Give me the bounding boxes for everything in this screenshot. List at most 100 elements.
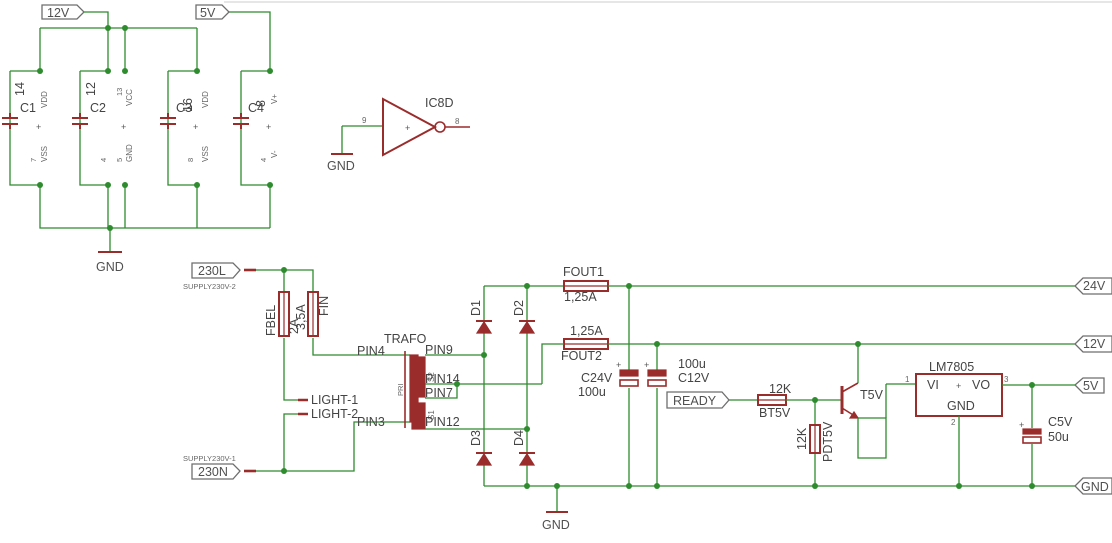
supply-label-l: SUPPLY230V-2 xyxy=(183,282,236,291)
net-label-5v-out-text: 5V xyxy=(1083,379,1099,393)
t5v-name: T5V xyxy=(860,388,884,402)
lm7805-pin-vo: 3 xyxy=(1004,375,1009,384)
decoupling-wires xyxy=(9,11,271,252)
c24v-name: C24V xyxy=(581,371,613,385)
lm7805-name: LM7805 xyxy=(929,360,974,374)
pdt5v-value: 12K xyxy=(795,427,809,450)
c12v-value: 100u xyxy=(678,357,706,371)
c24v-value: 100u xyxy=(578,385,606,399)
capacitor-c24v: + C24V 100u xyxy=(578,360,639,399)
trafo-winding-s2: S2 xyxy=(427,372,436,382)
fuse-fin-value: 3,5A xyxy=(294,304,308,330)
transformer: TRAFO PIN4 PIN3 PRI S2 S1 PIN9 PIN14 PIN… xyxy=(357,332,542,432)
pin-vss-1: VSS xyxy=(40,146,49,162)
supply-block-2: + 13 VCC GND 4 5 xyxy=(99,88,134,162)
mains-input: 230L 230N SUPPLY230V-2 SUPPLY230V-1 xyxy=(183,262,410,480)
gnd-label-bottom: GND xyxy=(542,518,570,532)
c3-name: C3 xyxy=(176,101,192,115)
net-label-12v-out xyxy=(1074,335,1112,353)
lm7805-vo: VO xyxy=(972,378,990,392)
trafo-pin14: PIN14 xyxy=(425,372,460,386)
net-label-gnd-out-text: GND xyxy=(1081,480,1109,494)
supply-block-4: + V+ V- 4 xyxy=(259,94,279,162)
capacitor-c4: C4 8 xyxy=(233,100,268,129)
fuse-fout2: 1,25A FOUT2 xyxy=(561,324,609,363)
inverter-pin-out: 8 xyxy=(455,117,460,126)
net-label-24v xyxy=(1074,277,1112,295)
svg-text:+: + xyxy=(266,122,271,132)
c4-name: C4 xyxy=(248,101,264,115)
c2-name: C2 xyxy=(90,101,106,115)
fuse-fbel-value: 2A xyxy=(287,318,301,334)
inverter-pin-in: 9 xyxy=(362,116,367,125)
net-label-230n xyxy=(191,463,241,480)
net-label-12v-top-text: 12V xyxy=(47,6,70,20)
svg-text:+: + xyxy=(956,381,961,391)
inverter-ic8d: GND 9 8 IC8D + xyxy=(327,96,470,173)
resistor-pdt5v: 12K PDT5V xyxy=(795,400,835,489)
c12v-name: C12V xyxy=(678,371,710,385)
gnd-label-top: GND xyxy=(96,260,124,274)
svg-text:+: + xyxy=(193,122,198,132)
pin-num-4a: 4 xyxy=(99,158,108,162)
pin-vplus: V+ xyxy=(270,94,279,104)
diode-bridge-wires xyxy=(483,283,1075,512)
pin-num-8: 8 xyxy=(186,158,195,162)
net-label-5v-out xyxy=(1074,377,1105,394)
regulator-lm7805: LM7805 VI VO GND + 1 3 2 xyxy=(905,360,1075,489)
c5v-value: 50u xyxy=(1048,430,1069,444)
trafo-pin9: PIN9 xyxy=(425,343,453,357)
lm7805-pin-gnd: 2 xyxy=(951,418,956,427)
fout1-name: FOUT1 xyxy=(563,265,604,279)
svg-text:+: + xyxy=(1019,420,1024,430)
pin-num-7: 7 xyxy=(29,158,38,162)
capacitor-c3: C3 16 xyxy=(160,98,195,129)
capacitor-c5v: + C5V 50u xyxy=(1019,415,1073,444)
lm7805-pin-vi: 1 xyxy=(905,375,910,384)
trafo-pin12: PIN12 xyxy=(425,415,460,429)
d3-name: D3 xyxy=(469,430,483,446)
net-label-ready-text: READY xyxy=(673,394,717,408)
capacitor-c2: C2 12 xyxy=(72,82,106,129)
net-label-12v-out-text: 12V xyxy=(1083,337,1106,351)
pin-gnd-ic: GND xyxy=(125,144,134,162)
svg-text:+: + xyxy=(616,360,621,370)
c2-value: 12 xyxy=(84,82,98,96)
pin-num-13: 13 xyxy=(115,88,124,96)
light-1-label: LIGHT-1 xyxy=(311,393,358,407)
trafo-pin4: PIN4 xyxy=(357,344,385,358)
supply-block-3: + VDD VSS 8 xyxy=(186,91,210,162)
supply-label-n: SUPPLY230V-1 xyxy=(183,454,236,463)
trafo-name: TRAFO xyxy=(384,332,427,346)
net-label-230l xyxy=(191,262,241,279)
pdt5v-name: PDT5V xyxy=(821,421,835,462)
resistor-bt5v: 12K BT5V xyxy=(757,382,842,420)
power-labels-top: 12V 5V xyxy=(41,4,230,20)
c5v-name: C5V xyxy=(1048,415,1073,429)
pin-vminus: V- xyxy=(270,150,279,158)
c1-name: C1 xyxy=(20,101,36,115)
fuse-fbel: FBEL 2A xyxy=(264,291,301,337)
net-label-230n-text: 230N xyxy=(198,465,228,479)
fout2-value: 1,25A xyxy=(570,324,603,338)
inverter-name: IC8D xyxy=(425,96,453,110)
gnd-label-inverter: GND xyxy=(327,159,355,173)
fuse-fin-name: FIN xyxy=(317,296,331,316)
junction-dots-top xyxy=(37,25,273,231)
output-labels: 24V 12V 5V GND xyxy=(1074,277,1112,495)
trafo-pin3: PIN3 xyxy=(357,415,385,429)
svg-text:+: + xyxy=(121,122,126,132)
trafo-winding-pri: PRI xyxy=(396,383,405,396)
net-label-12v-top xyxy=(41,4,85,20)
diode-d3: D3 xyxy=(469,430,493,466)
fout2-name: FOUT2 xyxy=(561,349,602,363)
diode-d2: D2 xyxy=(512,300,536,334)
net-label-ready xyxy=(666,391,730,409)
svg-text:+: + xyxy=(644,360,649,370)
net-label-24v-text: 24V xyxy=(1083,279,1106,293)
trafo-pin7: PIN7 xyxy=(425,386,453,400)
net-label-gnd-out xyxy=(1074,477,1112,495)
d4-name: D4 xyxy=(512,430,526,446)
capacitor-c12v: + 100u C12V xyxy=(644,357,710,387)
bt5v-name: BT5V xyxy=(759,406,791,420)
